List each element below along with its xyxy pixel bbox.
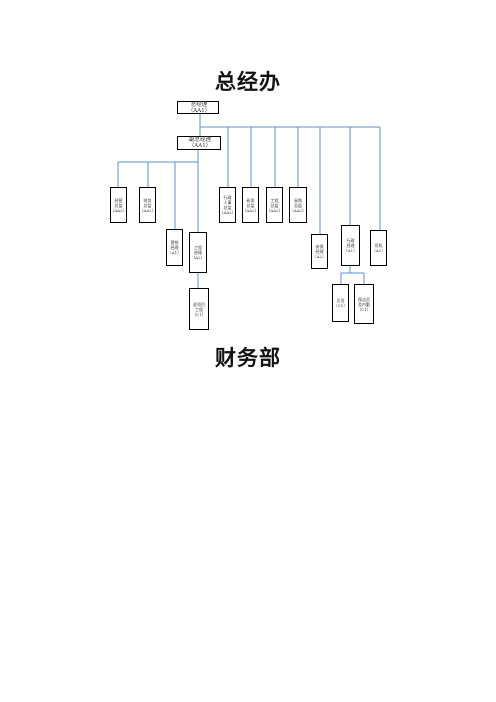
node-n4: 研发总监（AA2） bbox=[242, 187, 259, 223]
node-n1: 经营总监（AA2） bbox=[110, 187, 127, 223]
page-title: 总经办 bbox=[215, 70, 281, 94]
node-n7: 营销经理（A1） bbox=[166, 229, 183, 266]
node-n9: 安保经理（A2） bbox=[311, 234, 328, 269]
node-n5: 工程总监（AA2） bbox=[266, 187, 283, 223]
node-general-manager: 总经理（AA1） bbox=[177, 101, 219, 114]
node-n14: 保洁员及内勤（C1） bbox=[354, 284, 374, 324]
node-n8: 工程经理（A2） bbox=[189, 232, 207, 273]
node-n12: 驻项目工程（C1） bbox=[189, 288, 209, 330]
node-deputy-general-manager: 副总经理（AA1） bbox=[177, 136, 221, 150]
node-n13: 文员（C1） bbox=[332, 284, 349, 322]
node-n10: 行政经理（A1） bbox=[341, 225, 360, 266]
node-n11: 司机（A2） bbox=[370, 230, 387, 266]
section-title: 财务部 bbox=[215, 346, 281, 370]
node-n6: 采购总监（AA2） bbox=[289, 187, 307, 223]
node-n2: 财务总监（AA2） bbox=[139, 187, 156, 223]
node-n3: 行政人事总监（AA2） bbox=[219, 187, 236, 223]
